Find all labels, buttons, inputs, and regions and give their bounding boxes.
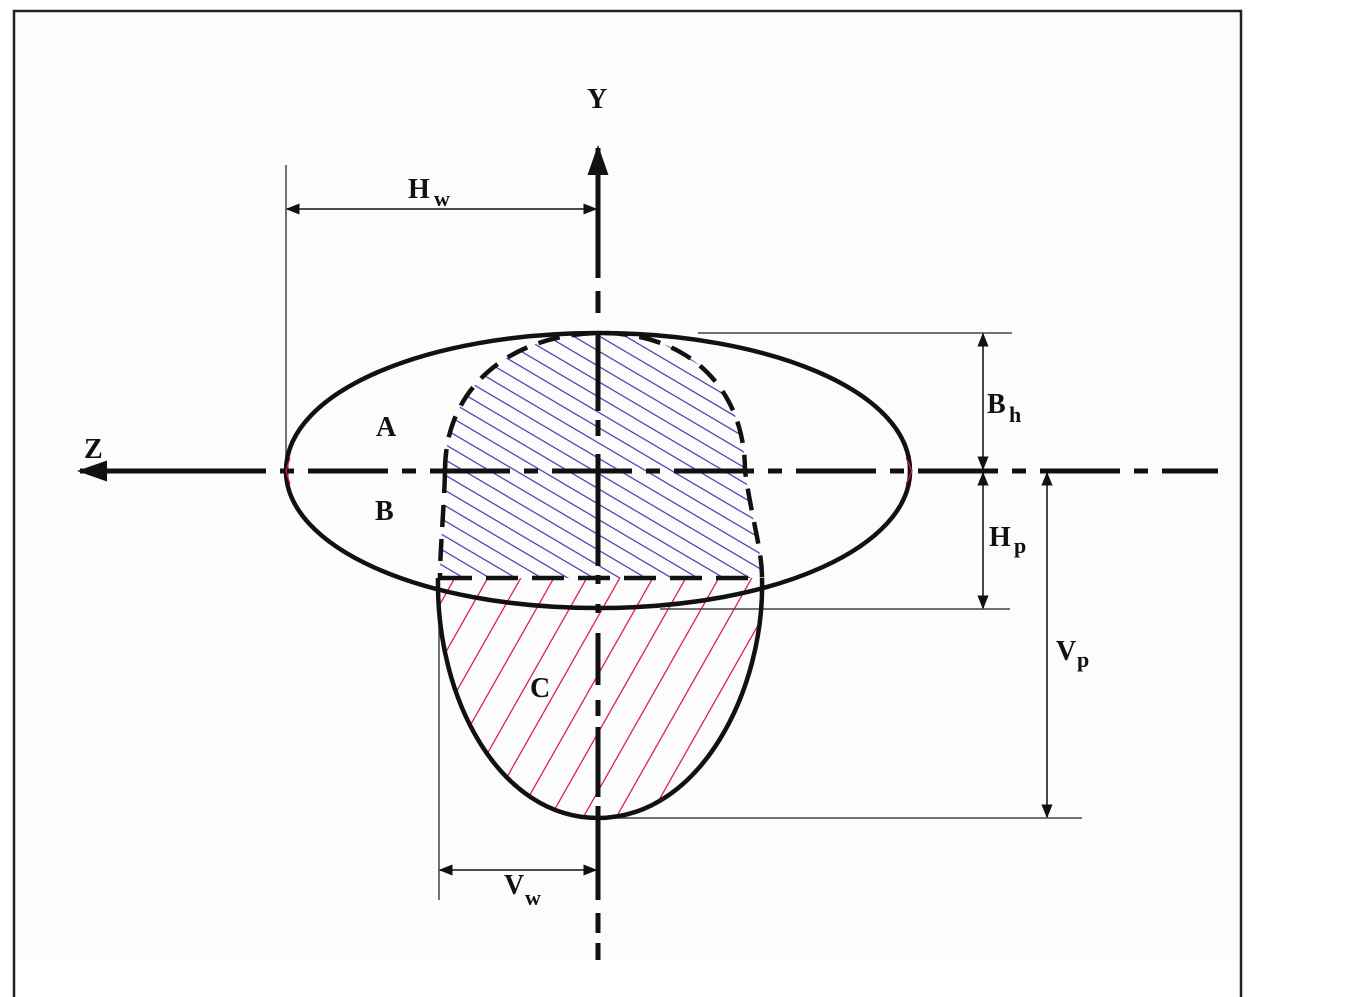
svg-text:V: V	[1056, 636, 1076, 667]
left-edge-accent	[285, 457, 291, 485]
blue-hatch-line	[440, 333, 762, 578]
red-hatch-line	[591, 578, 763, 818]
svg-text:w: w	[525, 885, 541, 910]
bh-label: B h	[987, 389, 1021, 427]
hw-label: H w	[408, 174, 450, 211]
blue-hatch-line	[485, 333, 762, 578]
svg-text:H: H	[989, 522, 1011, 553]
svg-text:V: V	[504, 870, 524, 901]
blue-hatch-line	[440, 333, 762, 578]
blue-hatch-line	[459, 333, 762, 578]
vw-label: V w	[504, 870, 541, 910]
red-hatch-line	[558, 578, 730, 818]
blue-hatch-line	[440, 333, 709, 578]
region-a-label: A	[376, 412, 397, 443]
z-axis-label: Z	[84, 434, 103, 465]
red-hatch-line	[0, 560, 3, 860]
blue-hatch-line	[440, 333, 762, 578]
svg-text:p: p	[1014, 533, 1026, 558]
red-hatch-line	[437, 578, 499, 818]
blue-hatch-line	[440, 333, 657, 578]
blue-hatch-line	[440, 333, 631, 578]
vp-label: V p	[1056, 636, 1089, 672]
bead-outline-ellipse	[283, 330, 913, 611]
red-hatch-line	[437, 578, 565, 818]
hp-label: H p	[989, 522, 1026, 558]
svg-text:w: w	[434, 186, 450, 211]
blue-hatch-line	[440, 333, 762, 578]
blue-hatch-line	[440, 333, 761, 578]
region-c-outline	[435, 577, 765, 821]
blue-hatch-line	[440, 333, 605, 578]
svg-text:H: H	[408, 174, 430, 205]
blue-hatch-line	[440, 333, 762, 578]
extension-lines	[285, 165, 1082, 900]
blue-hatch-line	[511, 333, 762, 578]
svg-text:h: h	[1009, 402, 1021, 427]
blue-hatch-line	[537, 333, 762, 578]
blue-hatch-line	[563, 333, 762, 578]
blue-hatch-line	[440, 333, 735, 578]
penetration-dashed-boundary	[442, 330, 765, 579]
figure-frame	[12, 9, 1243, 997]
blue-hatch-line	[440, 333, 762, 578]
y-axis-label: Y	[587, 84, 607, 115]
right-edge-accent	[905, 457, 913, 485]
svg-text:B: B	[987, 389, 1006, 420]
svg-text:p: p	[1077, 647, 1089, 672]
blue-hatch-line	[440, 333, 579, 578]
blue-hatch-line	[440, 333, 683, 578]
region-b-label: B	[375, 496, 394, 527]
region-c-label: C	[530, 673, 550, 704]
panel-background	[14, 11, 1241, 960]
blue-hatch-line	[440, 333, 553, 578]
